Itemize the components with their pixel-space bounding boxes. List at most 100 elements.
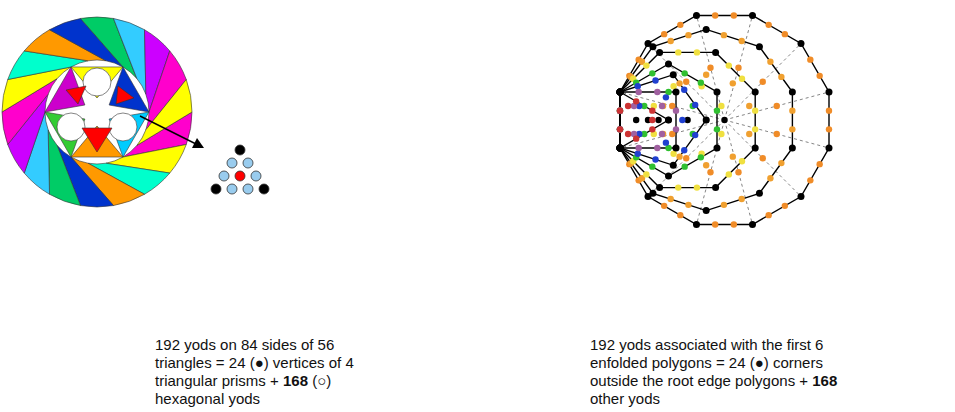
yod-dot	[617, 107, 623, 113]
yod-dot	[667, 196, 673, 202]
yod-dot	[774, 103, 780, 109]
radial-line	[724, 120, 828, 148]
yod-dot	[659, 131, 665, 137]
radial-line	[724, 120, 800, 196]
yod-dot	[765, 22, 771, 28]
yod-dot	[617, 126, 623, 132]
corner-dot	[617, 89, 624, 96]
centre-dot	[703, 117, 709, 123]
corner-dot	[617, 145, 624, 152]
corner-dot	[656, 184, 663, 191]
yod-dot	[659, 103, 665, 109]
caption: 192 yods associated with the first 6 enf…	[590, 336, 860, 408]
radial-line	[724, 16, 752, 120]
corner-dot	[789, 89, 796, 96]
yod-dot	[654, 145, 660, 151]
corner-dot	[825, 145, 832, 152]
yod-dot	[643, 62, 649, 68]
corner-dot	[617, 145, 624, 152]
corner-dot	[712, 49, 719, 56]
yod-dot	[730, 153, 736, 159]
yod-dot	[721, 32, 727, 38]
corner-dot	[617, 145, 624, 152]
yod-dot	[767, 175, 773, 181]
yod-dot	[219, 171, 229, 181]
yod-dot	[735, 65, 741, 71]
polygon	[620, 75, 706, 166]
yod-dot	[681, 87, 687, 93]
corner-dot	[703, 117, 710, 124]
yod-dot	[681, 70, 687, 76]
yod-dot	[683, 155, 689, 161]
corner-dot	[693, 221, 700, 228]
yod-dot	[617, 126, 623, 132]
corner-dot	[649, 190, 656, 197]
yod-dot	[683, 79, 689, 85]
corner-dot	[617, 145, 624, 152]
polygon	[620, 52, 755, 187]
yod-dot	[670, 151, 676, 157]
yod-dot	[789, 107, 795, 113]
yod-dot	[782, 31, 788, 37]
corner-dot	[712, 184, 719, 191]
yod-dot	[676, 153, 682, 159]
pointer-arrow	[140, 116, 196, 144]
yod-dot	[707, 65, 713, 71]
yod-dot	[617, 126, 623, 132]
yod-dot	[617, 126, 623, 132]
corner-dot	[665, 173, 672, 180]
corner-dot	[789, 145, 796, 152]
red-triangle	[116, 86, 134, 104]
bold-number: 168	[812, 372, 837, 389]
corner-dot	[617, 89, 624, 96]
yod-dot	[789, 126, 795, 132]
corner-dot	[703, 26, 710, 33]
yod-dot	[718, 103, 724, 109]
yod-dot	[652, 156, 658, 162]
yod-dot	[617, 126, 623, 132]
yod-dot	[752, 107, 758, 113]
yod-dot	[774, 131, 780, 137]
yod-dot	[726, 171, 732, 177]
yod-dot	[730, 80, 736, 86]
yod-dot	[807, 177, 813, 183]
yod-dot	[746, 131, 752, 137]
yod-dot	[767, 59, 773, 65]
corner-dot	[713, 145, 720, 152]
polygon	[620, 16, 829, 225]
yod-dot	[807, 56, 813, 62]
yod-dot	[652, 77, 658, 83]
polygon	[620, 92, 676, 148]
yod-dots	[617, 12, 833, 228]
yod-dot	[617, 107, 623, 113]
yod-dot	[661, 203, 667, 209]
corner-dot	[617, 145, 624, 152]
centre-dot	[665, 117, 671, 123]
yod-dot	[670, 83, 676, 89]
yod-dot	[681, 147, 687, 153]
yod-dot	[782, 203, 788, 209]
corner-dot	[617, 89, 624, 96]
yod-dot	[617, 107, 623, 113]
corner-dot	[665, 61, 672, 68]
yod-dot	[694, 49, 700, 55]
yod-dot	[826, 126, 832, 132]
corner-dot	[649, 43, 656, 50]
corner-dot	[617, 89, 624, 96]
radial-line	[724, 120, 752, 224]
yod-dot	[635, 145, 641, 151]
yod-dot	[677, 212, 683, 218]
yod-dot	[714, 107, 720, 113]
centre-dot	[655, 117, 661, 123]
yod-dot	[738, 38, 744, 44]
radial-line	[620, 120, 724, 148]
yod-dot	[816, 73, 822, 79]
yod-dot	[760, 79, 766, 85]
corner-dot	[617, 89, 624, 96]
corner-dot	[617, 145, 624, 152]
corner-dot	[797, 193, 804, 200]
radial-line	[648, 120, 724, 196]
yod-dot	[692, 132, 698, 138]
radial-line	[724, 92, 828, 120]
yod-dot	[675, 49, 681, 55]
